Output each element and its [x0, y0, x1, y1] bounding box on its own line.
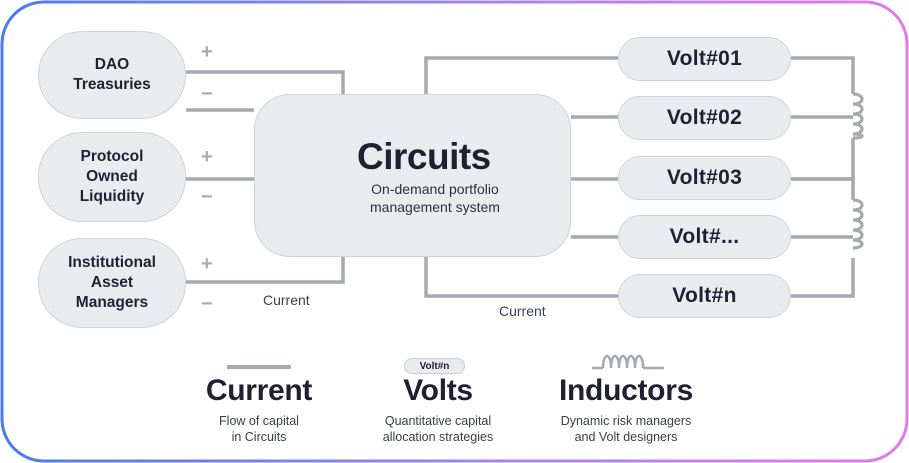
plus-sign: + [201, 146, 213, 168]
inductor-coil-icon [852, 198, 864, 250]
legend-title-volts: Volts [403, 374, 473, 407]
volt-label: Volt#01 [666, 47, 743, 70]
volt-node: Volt#03 [618, 156, 791, 200]
source-protocol-owned-liquidity: Protocol Owned Liquidity [38, 132, 186, 222]
legend-desc-volts: Quantitative capital allocation strategi… [382, 414, 494, 444]
wire-volt01 [424, 56, 618, 94]
volt-node: Volt#... [618, 215, 791, 259]
wire-right-mid2 [791, 177, 855, 200]
current-label-left: Current [263, 292, 310, 308]
wire-right-bottom [791, 258, 855, 298]
wire-right-top [791, 56, 855, 94]
volt-node: Volt#n [618, 274, 791, 318]
volt-pill-label: Volt#n [419, 360, 450, 372]
volt-node: Volt#02 [618, 96, 791, 140]
source-label: DAO Treasuries [73, 56, 151, 93]
source-dao-treasuries: DAO Treasuries [38, 31, 186, 119]
legend-desc-current: Flow of capital in Circuits [219, 414, 299, 444]
volt-node: Volt#01 [618, 37, 791, 81]
volt-label: Volt#02 [666, 106, 743, 129]
source-label: Institutional Asset Managers [68, 254, 156, 311]
right-wires [424, 56, 855, 298]
volt-label: Volt#03 [666, 166, 743, 189]
legend-title-inductors: Inductors [559, 374, 693, 407]
circuits-title: Circuits [357, 136, 491, 177]
inductor-coil-icon [852, 92, 864, 140]
volt-label: Volt#n [672, 284, 737, 307]
plus-sign: + [201, 41, 213, 63]
source-label: Protocol Owned Liquidity [79, 148, 145, 205]
minus-sign: − [201, 293, 213, 315]
wire-institutional [186, 257, 345, 284]
circuits-hub [254, 94, 571, 257]
left-wires [186, 70, 345, 284]
volt-pill-icon: Volt#n [404, 358, 465, 374]
wire-voltn [424, 257, 618, 298]
current-label-right: Current [499, 303, 546, 319]
volt-label: Volt#... [669, 225, 740, 248]
wire-dao-plus [186, 70, 345, 96]
circuits-subtitle: On-demand portfolio management system [370, 181, 500, 215]
legend-title-current: Current [205, 374, 313, 407]
legend-desc-inductors: Dynamic risk managers and Volt designers [560, 414, 692, 444]
plus-sign: + [201, 253, 213, 275]
minus-sign: − [201, 83, 213, 105]
source-institutional-asset-managers: Institutional Asset Managers [38, 238, 186, 328]
inductor-coil-icon [592, 354, 664, 370]
wire-right-mid1 [791, 138, 855, 181]
minus-sign: − [201, 186, 213, 208]
